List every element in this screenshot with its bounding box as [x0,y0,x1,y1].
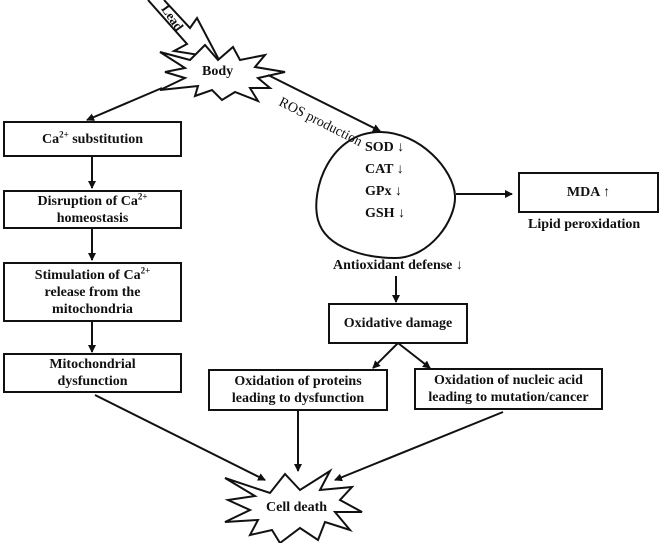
antioxidant-cat: CAT ↓ [365,162,404,177]
antioxidant-gpx: GPx ↓ [365,184,402,199]
mda-box: MDA ↑ [518,172,659,213]
antioxidant-blob [315,130,457,260]
antioxidant-gsh: GSH ↓ [365,206,406,221]
lipid-peroxidation-label: Lipid peroxidation [528,217,641,232]
ca-homeostasis-box: Disruption of Ca2+homeostasis [3,190,182,229]
antioxidant-sod: SOD ↓ [365,140,405,155]
body-starburst [159,43,286,104]
arrow-body-to-ca [86,87,163,121]
arrow-body-to-ros [267,74,381,132]
body-label: Body [202,64,234,79]
cell-death-starburst [224,468,363,543]
antioxidant-defense-label: Antioxidant defense ↓ [333,258,463,273]
cell-death-label: Cell death [266,500,328,515]
ca-substitution-box: Ca2+ substitution [3,121,182,157]
lead-arrow [147,0,220,60]
oxidative-damage-box: Oxidative damage [328,303,468,344]
